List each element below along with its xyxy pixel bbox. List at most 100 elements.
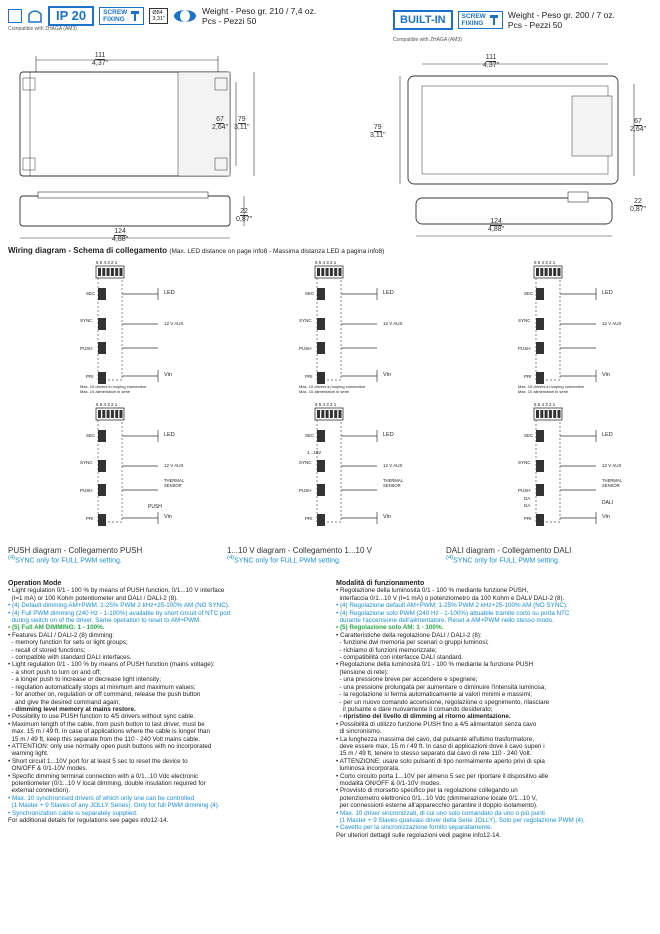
vin-label: Vin bbox=[383, 514, 391, 520]
push-label: PUSH bbox=[80, 346, 93, 351]
max-drivers-note: Max. 10 alimentatori in serie bbox=[299, 389, 350, 394]
sync-label: SYNC bbox=[518, 318, 531, 323]
pin-numbers: 6 5 4 3 2 1 bbox=[96, 260, 118, 265]
vin-label: Vin bbox=[164, 514, 172, 520]
push-label: PUSH bbox=[518, 346, 531, 351]
operation-mode-it: Modalità di funzionamento • Regolazione … bbox=[336, 580, 656, 839]
text-line: • ATTENZIONE: usare solo pulsanti di tip… bbox=[336, 757, 545, 765]
sec-label: SEC bbox=[305, 291, 315, 296]
screw-icon bbox=[131, 11, 140, 21]
terminal-pin bbox=[119, 268, 123, 276]
terminal-pin bbox=[98, 268, 101, 276]
text-line: • Light regulation 0/1 - 100 % by means … bbox=[8, 587, 225, 595]
text-line: and give the desired command again; bbox=[8, 698, 121, 706]
text-line: Per ulteriori dettagli sulle regolazioni… bbox=[336, 831, 501, 839]
connector bbox=[98, 460, 106, 472]
connector bbox=[98, 372, 106, 384]
led-label: LED bbox=[164, 432, 175, 438]
text-line: (I=1 mA) or 100 Kohm potentiometer and D… bbox=[8, 594, 178, 602]
text-line: (tensione di rete): bbox=[336, 668, 389, 676]
connector bbox=[317, 484, 325, 496]
pri-label: PRI bbox=[305, 516, 313, 521]
push-label: PUSH bbox=[80, 488, 93, 493]
connector bbox=[536, 514, 544, 526]
sync-label: SYNC bbox=[299, 318, 312, 323]
text-line: - la regolazione si ferma automaticament… bbox=[336, 691, 532, 699]
wiring-diagram-svg bbox=[533, 407, 597, 526]
connector bbox=[536, 342, 544, 354]
text-line: ON/OFF & 0/1-10V modes. bbox=[8, 765, 88, 773]
aux-label: 12 V AUX bbox=[383, 321, 403, 326]
wiring-diagram-svg bbox=[314, 407, 378, 526]
connector bbox=[98, 318, 106, 330]
terminal-pin bbox=[334, 410, 338, 418]
sync-note: (4)SYNC only for FULL PWM setting. bbox=[8, 555, 122, 565]
caption-110v: 1...10 V diagram - Collegamento 1...10 V… bbox=[227, 546, 372, 565]
terminal-pin bbox=[102, 268, 106, 276]
dali-label: DALI bbox=[602, 500, 614, 506]
terminal-pin bbox=[106, 268, 110, 276]
pin-numbers: 6 5 4 3 2 1 bbox=[534, 260, 556, 265]
text-line: potenziometro elettronico 0/1...10 Vdc (… bbox=[336, 794, 538, 802]
terminal-pin bbox=[338, 410, 342, 418]
thermal-label: THERMAL bbox=[602, 478, 623, 483]
zhaga-compat-right: Compatible with ZHAGA (AM3) bbox=[393, 37, 462, 43]
text-line: • Specific dimming terminal connection w… bbox=[8, 772, 199, 780]
text-line: di sincronismo. bbox=[336, 728, 382, 736]
push-label: PUSH bbox=[299, 346, 312, 351]
text-line: • Possibility to use PUSH function to 4/… bbox=[8, 713, 195, 721]
terminal-pin bbox=[102, 410, 106, 418]
lamp-icon bbox=[174, 10, 196, 22]
text-line: deve essere max. 15 m / 49 ft. In caso d… bbox=[336, 742, 545, 750]
sec-label: SEC bbox=[524, 433, 534, 438]
text-line: il pulsante e dare nuovamente il comando… bbox=[336, 705, 493, 713]
da-label: DA bbox=[524, 496, 531, 501]
built-in-badge: BUILT-IN bbox=[393, 10, 453, 30]
sync-label: SYNC bbox=[299, 460, 312, 465]
text-line: • Regolazione della luminosità 0/1 - 100… bbox=[336, 587, 529, 595]
wiring-diagram-svg bbox=[314, 265, 378, 384]
right-product-drawing bbox=[399, 63, 635, 237]
terminal-pin bbox=[329, 268, 333, 276]
pri-label: PRI bbox=[86, 374, 94, 379]
max-drivers-note: Max. 10 drivers in looping connection bbox=[299, 384, 366, 389]
text-line: • Caratteristiche della regolazione DALI… bbox=[336, 631, 482, 639]
connector bbox=[317, 514, 325, 526]
terminal-pin bbox=[334, 268, 338, 276]
push-label: PUSH bbox=[518, 488, 531, 493]
terminal-pin bbox=[536, 410, 539, 418]
connector bbox=[317, 288, 325, 300]
pri-label: PRI bbox=[86, 516, 94, 521]
text-line: - a longer push to increase or decrease … bbox=[8, 676, 161, 684]
text-line: • Max. 10 synchronised drivers of which … bbox=[8, 794, 194, 802]
thermal-label: SENSOR bbox=[383, 483, 401, 488]
pin-numbers: 6 5 4 3 2 1 bbox=[534, 402, 556, 407]
led-label: LED bbox=[383, 432, 394, 438]
text-line: - funzione dwi memoria per scenari o gru… bbox=[336, 639, 489, 647]
max-drivers-note: Max. 10 drivers in looping connection bbox=[518, 384, 585, 389]
connector bbox=[536, 460, 544, 472]
terminal-pin bbox=[321, 268, 325, 276]
terminal-pin bbox=[544, 268, 548, 276]
text-line: • (4) Regolazione default AM+PWM: 1-25% … bbox=[336, 602, 568, 610]
enclosure-icon bbox=[28, 10, 42, 23]
terminal-pin bbox=[317, 268, 320, 276]
text-line: - memory function for sets or light grou… bbox=[8, 639, 128, 647]
pri-label: PRI bbox=[524, 374, 532, 379]
terminal-pin bbox=[321, 410, 325, 418]
connector bbox=[536, 318, 544, 330]
text-line: For additional details for regulations s… bbox=[8, 817, 169, 824]
wiring-diagram-svg bbox=[533, 265, 597, 384]
text-line: external connection). bbox=[8, 787, 70, 795]
text-line: • Maximum length of the cable, from push… bbox=[8, 720, 205, 728]
screw-icon bbox=[489, 15, 498, 25]
text-line: 15 m / 49 ft, keep this separate from th… bbox=[8, 735, 201, 743]
